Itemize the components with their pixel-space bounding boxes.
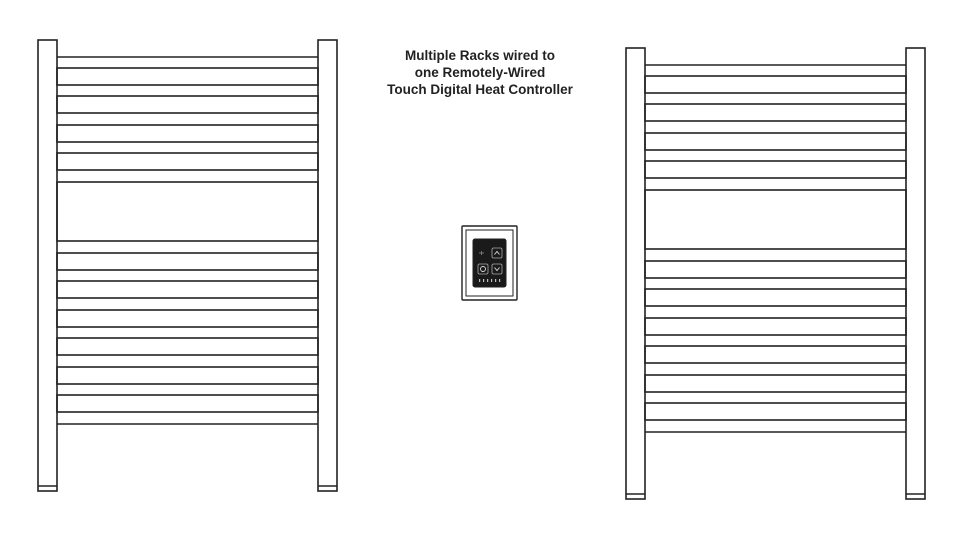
rack-left-bar-10 bbox=[56, 394, 319, 413]
rack-left-bar-7 bbox=[56, 309, 319, 328]
rack-left-bar-8 bbox=[56, 337, 319, 356]
rack-right-bar-10 bbox=[644, 402, 907, 421]
rack-left-bar-4 bbox=[56, 152, 319, 171]
digital-heat-controller bbox=[461, 225, 518, 301]
rack-right-bar-4 bbox=[644, 160, 907, 179]
rack-right-post-right bbox=[905, 47, 926, 500]
rack-left-bar-2 bbox=[56, 95, 319, 114]
rack-left-post-left bbox=[37, 39, 58, 492]
rack-right-bar-5 bbox=[644, 260, 907, 279]
rack-left-bar-5 bbox=[56, 252, 319, 271]
rack-left-bar-9 bbox=[56, 366, 319, 385]
rack-right-bar-2 bbox=[644, 103, 907, 122]
rack-right-bar-3 bbox=[644, 132, 907, 151]
down-arrow-icon bbox=[491, 263, 503, 275]
settings-icon bbox=[477, 263, 489, 275]
rack-left-panel bbox=[56, 181, 319, 242]
up-arrow-icon bbox=[491, 247, 503, 259]
towel-rack-right bbox=[625, 47, 926, 500]
rack-left-bar-6 bbox=[56, 280, 319, 299]
power-icon bbox=[479, 251, 484, 255]
controller-touch-panel bbox=[472, 238, 507, 288]
rack-left-post-right bbox=[317, 39, 338, 492]
rack-right-bar-1 bbox=[644, 75, 907, 94]
rack-left-bar-3 bbox=[56, 124, 319, 143]
caption-line-1: Multiple Racks wired to bbox=[404, 48, 556, 63]
rack-right-bar-7 bbox=[644, 317, 907, 336]
towel-rack-left bbox=[37, 39, 338, 492]
rack-right-panel bbox=[644, 189, 907, 250]
diagram-caption: Multiple Racks wired to one Remotely-Wir… bbox=[330, 47, 630, 98]
rack-right-bar-9 bbox=[644, 374, 907, 393]
rack-right-bar-8 bbox=[644, 345, 907, 364]
rack-right-bar-6 bbox=[644, 288, 907, 307]
rack-left-bar-1 bbox=[56, 67, 319, 86]
controller-indicator-dots bbox=[479, 279, 501, 282]
rack-right-post-left bbox=[625, 47, 646, 500]
caption-line-3: Touch Digital Heat Controller bbox=[387, 82, 573, 97]
caption-line-2: one Remotely-Wired bbox=[414, 65, 546, 80]
